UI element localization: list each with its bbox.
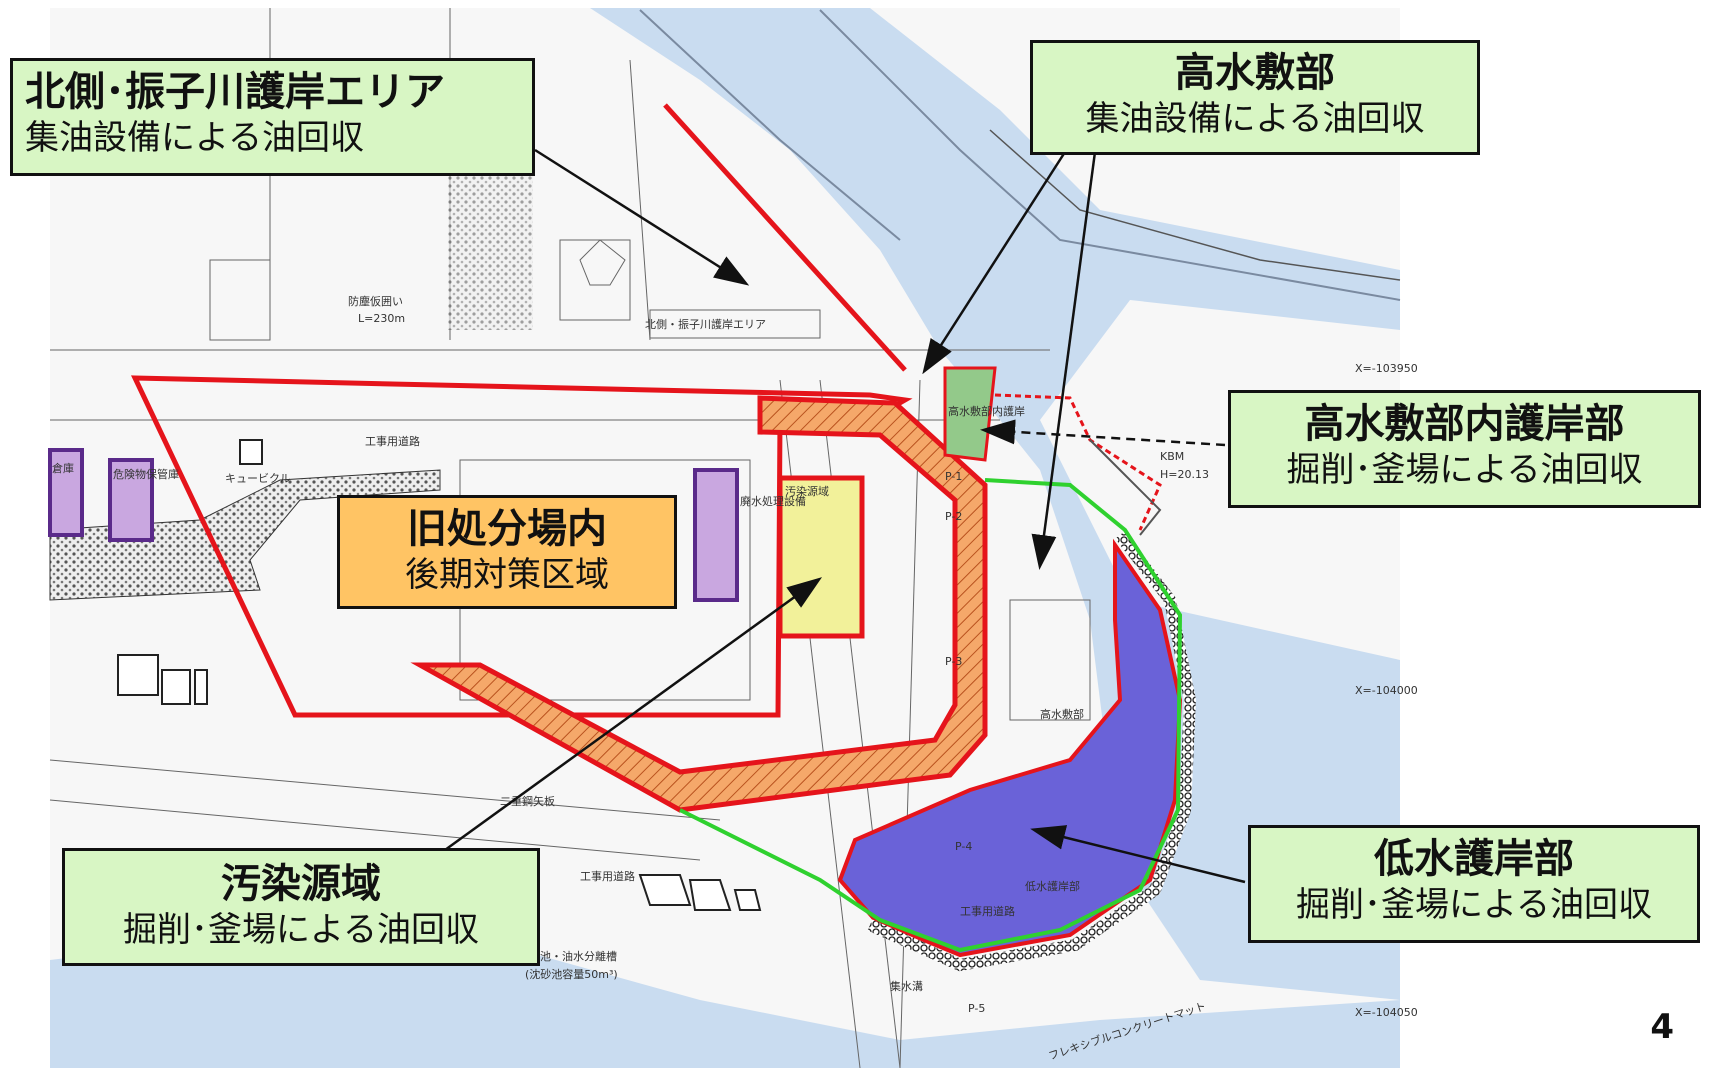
callout-high-water-bed-title: 高水敷部 [1175,50,1335,96]
small-structures [117,439,762,911]
hazmat-building [108,458,154,542]
callout-contamination-source: 汚染源域 掘削･釜場による油回収 [62,848,540,966]
arrow-high-water-inner [980,419,1226,447]
map-label-settling-capacity: (沈砂池容量50m³) [525,967,618,981]
north-river-redline [663,103,907,372]
callout-low-water-subtitle: 掘削･釜場による油回収 [1296,885,1652,925]
callout-high-water-bed-subtitle: 集油設備による油回収 [1085,99,1425,139]
map-label-source-area: 汚染源域 [785,484,829,498]
river-channel-line-3 [989,129,1401,281]
map-label-cubicle: キュービクル [225,472,291,485]
map-label-construction-road-3: 工事用道路 [960,904,1015,918]
map-label-low-water: 低水護岸部 [1025,879,1080,893]
map-label-fence-length: L=230m [358,312,405,325]
callout-low-water-title: 低水護岸部 [1374,836,1574,882]
arrow-high-water-bed-2 [1031,151,1097,570]
map-label-coord-2: X=-104000 [1355,684,1418,697]
green-boundary [679,478,1183,953]
map-label-storage: 倉庫 [52,461,74,475]
map-label-fence: 防塵仮囲い [348,294,403,308]
arrow-low-water [1030,825,1246,884]
wastewater-building [693,468,739,602]
river-furiko [590,8,1400,1000]
callout-north-revetment: 北側･振子川護岸エリア 集油設備による油回収 [10,58,535,176]
river-channel-line-2 [819,9,1401,301]
arrow-source-area [444,577,823,852]
map-label-north-area: 北側・振子川護岸エリア [645,317,766,331]
map-label-construction-road-2: 工事用道路 [580,869,635,883]
map-label-hazmat: 危険物保管庫 [113,467,179,481]
callout-former-landfill: 旧処分場内 後期対策区域 [337,495,677,609]
callout-high-water-inner-title: 高水敷部内護岸部 [1304,401,1625,447]
source-area [777,475,865,639]
map-label-construction-road-1: 工事用道路 [365,434,420,448]
map-label-coord-1: X=-103950 [1355,362,1418,375]
kbm-structure [1089,439,1162,536]
callout-low-water-revetment: 低水護岸部 掘削･釜場による油回収 [1248,825,1700,943]
map-label-p1: P-1 [945,470,962,483]
arrow-north-area [534,148,750,286]
map-label-wastewater: 廃水処理設備 [740,494,806,508]
map-label-settling-pond: 沈砂池・油水分離槽 [518,949,617,963]
callout-source-title: 汚染源域 [221,861,381,907]
callout-high-water-inner: 高水敷部内護岸部 掘削･釜場による油回収 [1228,390,1701,508]
callout-high-water-inner-subtitle: 掘削･釜場による油回収 [1286,450,1643,490]
map-label-high-water-inner: 高水敷部内護岸 [948,404,1025,418]
river-channel-line-1 [639,9,901,241]
map-label-p4: P-4 [955,840,972,853]
bead-edge [867,531,1197,972]
callout-source-subtitle: 掘削･釜場による油回収 [123,910,479,950]
inner-wall-hatch [410,395,988,813]
map-label-coord-3: X=-104050 [1355,1006,1418,1019]
callout-high-water-bed: 高水敷部 集油設備による油回収 [1030,40,1480,155]
map-label-p2: P-2 [945,510,962,523]
callout-former-landfill-title: 旧処分場内 [407,506,607,552]
leader-arrows [444,148,1246,884]
map-label-kbm: KBM [1160,450,1184,463]
arrow-high-water-bed-1 [922,151,1067,375]
callout-north-subtitle: 集油設備による油回収 [25,118,364,158]
map-label-kbm-h: H=20.13 [1160,468,1209,481]
map-label-high-water-bed: 高水敷部 [1040,707,1084,721]
page-number: 4 [1650,1007,1674,1047]
callout-north-title: 北側･振子川護岸エリア [25,69,445,115]
map-label-p5: P-5 [968,1002,985,1015]
gravel-block [448,160,533,330]
map-label-p3: P-3 [945,655,962,668]
storage-building [48,448,84,537]
map-label-double-sheet-pile: 二重鋼矢板 [500,794,555,808]
callout-former-landfill-subtitle: 後期対策区域 [405,555,609,595]
map-label-water-collection: 集水溝 [890,979,923,993]
